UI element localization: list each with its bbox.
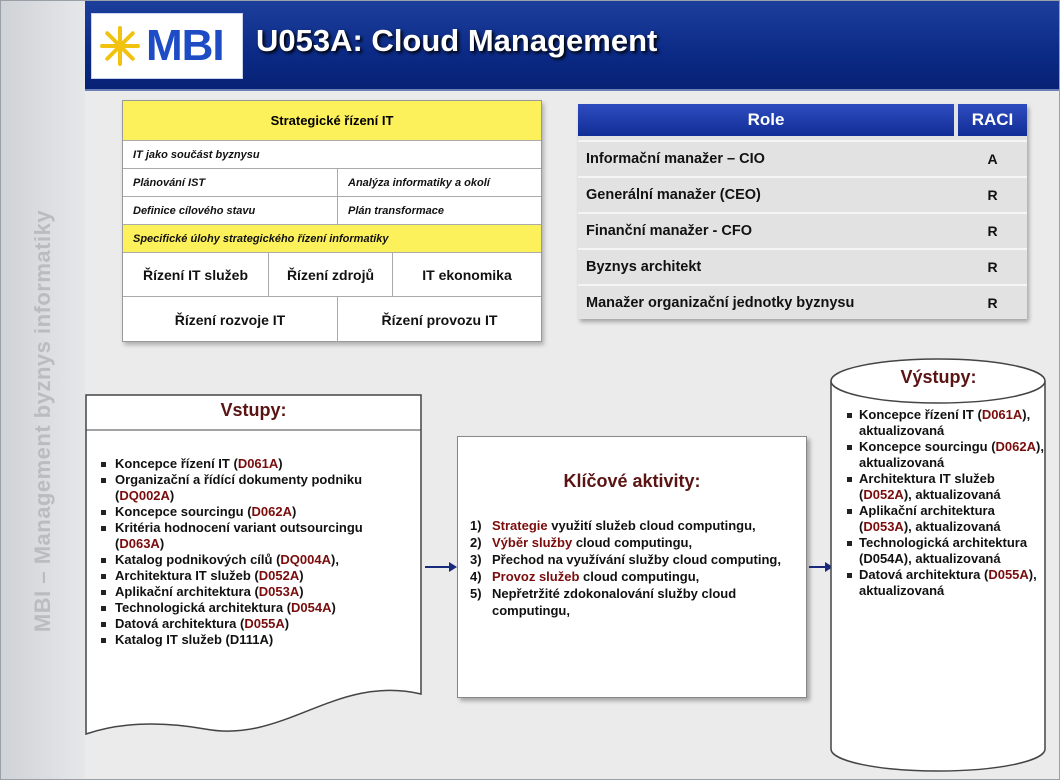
header-bar <box>85 1 1059 91</box>
box-it-services: Řízení IT služeb <box>123 253 269 296</box>
strategic-row-2: Plánování IST Analýza informatiky a okol… <box>123 169 541 197</box>
sun-icon <box>98 24 142 68</box>
table-row: Finanční manažer - CFO R <box>578 212 1027 248</box>
strategic-row-4-label: Specifické úlohy strategického řízení in… <box>133 232 389 245</box>
raci-value: R <box>987 295 998 311</box>
list-item: Datová architektura (D055A) <box>95 616 415 632</box>
box-resources: Řízení zdrojů <box>269 253 393 296</box>
list-item: Kritéria hodnocení variant outsourcingu … <box>95 520 415 552</box>
list-item: 3)Přechod na využívání služby cloud comp… <box>470 552 781 567</box>
raci-value: R <box>987 223 998 239</box>
list-item: Datová architektura (D055A), aktualizova… <box>833 567 1045 599</box>
list-item: Technologická architektura (D054A), aktu… <box>833 535 1045 567</box>
activities-list: 1)Strategie využití služeb cloud computi… <box>470 517 800 619</box>
list-item: Architektura IT služeb (D052A) <box>95 568 415 584</box>
strategic-title: Strategické řízení IT <box>270 113 394 128</box>
list-item: Koncepce sourcingu (D062A) <box>95 504 415 520</box>
list-item: Architektura IT služeb (D052A), aktualiz… <box>833 471 1045 503</box>
activities-title: Klíčové aktivity: <box>563 471 701 491</box>
arrow-inputs-to-activities <box>425 562 457 572</box>
raci-header: RACI <box>958 104 1027 136</box>
role-name: Byznys architekt <box>586 259 702 275</box>
role-name: Finanční manažer - CFO <box>586 223 752 239</box>
list-item: Aplikační architektura (D053A) <box>95 584 415 600</box>
list-item: 5)Nepřetržité zdokonalování služby cloud… <box>470 586 737 618</box>
strategic-row-3-right: Plán transformace <box>348 204 444 217</box>
table-row: Byznys architekt R <box>578 248 1027 284</box>
raci-table: Role RACI Informační manažer – CIO A Gen… <box>578 104 1027 319</box>
table-row: Informační manažer – CIO A <box>578 140 1027 176</box>
logo-text: MBI <box>146 21 225 70</box>
inputs-list: Koncepce řízení IT (D061A) Organizační a… <box>95 456 415 648</box>
list-item: Technologická architektura (D054A) <box>95 600 415 616</box>
strategic-title-row: Strategické řízení IT <box>123 101 541 141</box>
raci-value: R <box>987 187 998 203</box>
inputs-document: Vstupy: Koncepce řízení IT (D061A) Organ… <box>85 394 422 739</box>
list-item: Aplikační architektura (D053A), aktualiz… <box>833 503 1045 535</box>
strategic-row-1-label: IT jako součást byznysu <box>133 148 260 161</box>
inputs-title: Vstupy: <box>220 400 287 420</box>
mbi-logo: MBI <box>91 13 243 79</box>
strategic-row-3: Definice cílového stavu Plán transformac… <box>123 197 541 225</box>
list-item: Koncepce sourcingu (D062A), aktualizovan… <box>833 439 1045 471</box>
role-name: Generální manažer (CEO) <box>586 187 761 203</box>
outputs-list: Koncepce řízení IT (D061A), aktualizovan… <box>833 407 1045 599</box>
list-item: Koncepce řízení IT (D061A), aktualizovan… <box>833 407 1045 439</box>
cylinder-shape <box>830 358 1046 772</box>
list-item: Katalog podnikových cílů (DQ004A), <box>95 552 415 568</box>
list-item: 1)Strategie využití služeb cloud computi… <box>470 518 756 533</box>
list-item: Katalog IT služeb (D111A) <box>95 632 415 648</box>
outputs-title: Výstupy: <box>900 367 977 387</box>
strategic-management-box: Strategické řízení IT IT jako součást by… <box>122 100 542 342</box>
strategic-row-4: Specifické úlohy strategického řízení in… <box>123 225 541 253</box>
strategic-row-2-left: Plánování IST <box>123 169 338 196</box>
role-name: Informační manažer – CIO <box>586 151 765 167</box>
arrow-activities-to-outputs <box>809 562 833 572</box>
list-item: Koncepce řízení IT (D061A) <box>95 456 415 472</box>
strategic-row-1: IT jako součást byznysu <box>123 141 541 169</box>
strategic-row-3-left: Definice cílového stavu <box>123 197 338 224</box>
strategic-row-6: Řízení rozvoje IT Řízení provozu IT <box>123 297 541 342</box>
role-header: Role <box>578 104 954 136</box>
sidebar: MBI – Management byznys informatiky <box>1 1 85 779</box>
role-name: Manažer organizační jednotky byznysu <box>586 295 855 311</box>
list-item: 2)Výběr služby cloud computingu, <box>470 535 693 550</box>
table-row: Generální manažer (CEO) R <box>578 176 1027 212</box>
page-title: U053A: Cloud Management <box>256 23 658 58</box>
box-it-development: Řízení rozvoje IT <box>123 297 338 342</box>
table-row: Manažer organizační jednotky byznysu R <box>578 284 1027 320</box>
strategic-row-2-right: Analýza informatiky a okolí <box>348 176 490 189</box>
strategic-row-5: Řízení IT služeb Řízení zdrojů IT ekonom… <box>123 253 541 297</box>
raci-value: A <box>987 151 998 167</box>
sidebar-caption: MBI – Management byznys informatiky <box>30 209 55 633</box>
list-item: 4)Provoz služeb cloud computingu, <box>470 569 700 584</box>
document-shape <box>85 394 422 736</box>
box-it-economics: IT ekonomika <box>422 266 512 283</box>
key-activities-box: Klíčové aktivity: 1)Strategie využití sl… <box>457 436 807 698</box>
raci-value: R <box>987 259 998 275</box>
outputs-cylinder: Výstupy: Koncepce řízení IT (D061A), akt… <box>829 357 1048 777</box>
list-item: Organizační a řídící dokumenty podniku (… <box>95 472 415 504</box>
box-it-operations: Řízení provozu IT <box>381 311 498 328</box>
